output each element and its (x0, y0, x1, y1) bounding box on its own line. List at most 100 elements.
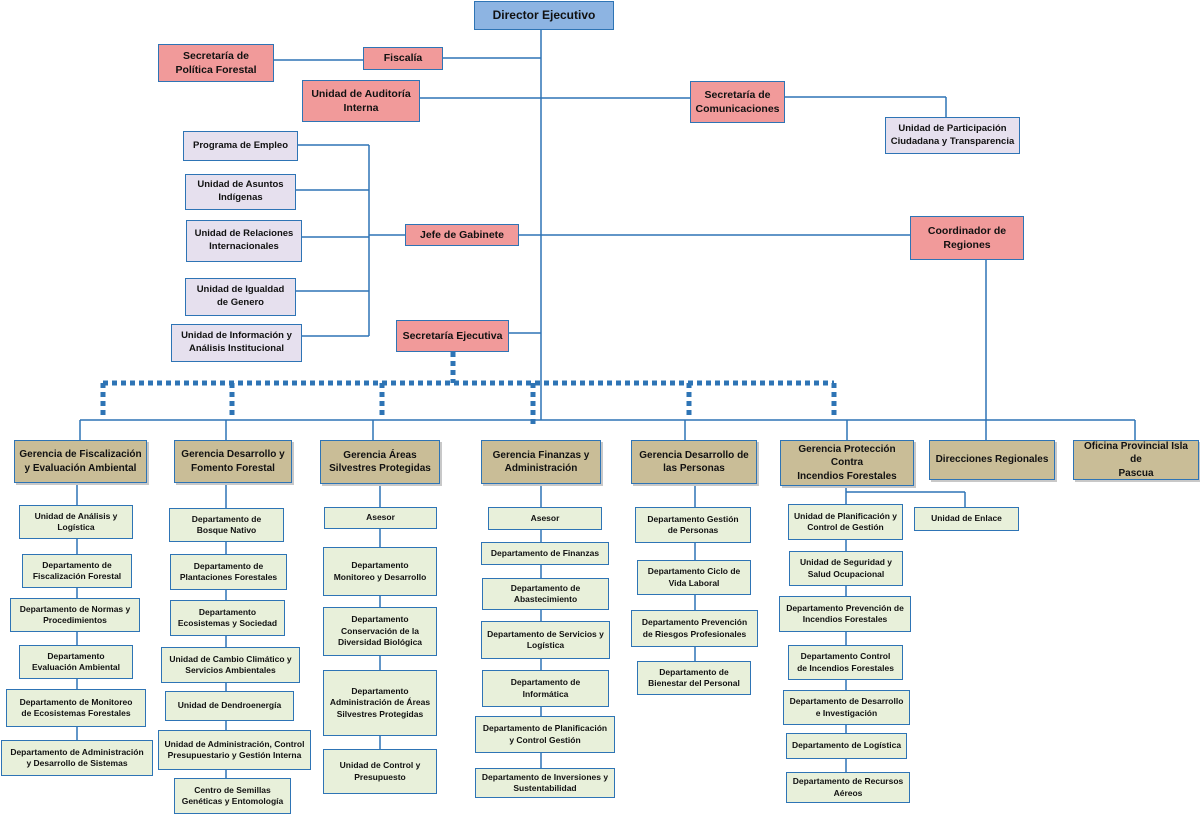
department-box: Departamento de Informática (482, 670, 609, 707)
gabinete-unit-box: Unidad de Información y Análisis Institu… (171, 324, 302, 362)
unidad-participacion-label: Unidad de Participación Ciudadana y Tran… (890, 122, 1015, 147)
secretaria-politica-forestal-box: Secretaría de Política Forestal (158, 44, 274, 82)
department-box: Unidad de Análisis y Logística (19, 505, 133, 539)
gerencia-title: Gerencia Áreas Silvestres Protegidas (329, 449, 431, 475)
gabinete-unit-box: Programa de Empleo (183, 131, 298, 161)
gerencia-title: Gerencia Desarrollo y Fomento Forestal (181, 449, 285, 474)
unidad-participacion-box: Unidad de Participación Ciudadana y Tran… (885, 117, 1020, 154)
department-label: Departamento de Finanzas (490, 547, 600, 558)
department-label: Departamento de Inversiones y Sustentabi… (481, 771, 609, 793)
department-label: Departamento de Bosque Nativo (191, 513, 262, 535)
department-label: Departamento de Informática (510, 677, 581, 699)
gerencia-box: Gerencia Protección Contra Incendios For… (780, 440, 914, 486)
department-box: Departamento de Inversiones y Sustentabi… (475, 768, 615, 798)
department-label: Unidad de Control y Presupuesto (339, 760, 421, 782)
department-box: Centro de Semillas Genéticas y Entomolog… (174, 778, 291, 814)
department-box: Unidad de Seguridad y Salud Ocupacional (789, 551, 903, 586)
department-box: Departamento de Fiscalización Forestal (22, 554, 132, 588)
gerencia-box: Oficina Provincial Isla de Pascua (1073, 440, 1199, 480)
department-box: Departamento de Recursos Aéreos (786, 772, 910, 803)
department-label: Unidad de Planificación y Control de Ges… (794, 510, 897, 532)
department-label: Departamento de Servicios y Logística (487, 628, 604, 650)
department-label: Asesor (530, 512, 560, 523)
department-label: Unidad de Análisis y Logística (34, 510, 118, 532)
department-label: Departamento Gestión de Personas (647, 513, 739, 535)
department-label: Departamento de Administración y Desarro… (10, 746, 144, 768)
department-label: Unidad de Dendroenergía (177, 700, 282, 711)
department-label: Departamento Prevención de Riesgos Profe… (641, 617, 748, 639)
director-ejecutivo-label: Director Ejecutivo (492, 8, 596, 23)
fiscalia-label: Fiscalía (383, 52, 423, 65)
gerencia-title: Gerencia Protección Contra Incendios For… (797, 443, 897, 482)
gerencia-title: Gerencia Desarrollo de las Personas (639, 449, 749, 475)
department-box: Asesor (324, 507, 437, 529)
department-label: Departamento Conservación de la Diversid… (337, 614, 423, 648)
department-label: Unidad de Administración, Control Presup… (164, 738, 305, 760)
department-box: Departamento Administración de Áreas Sil… (323, 670, 437, 736)
department-box: Departamento Ecosistemas y Sociedad (170, 600, 285, 636)
department-box: Departamento de Desarrollo e Investigaci… (783, 690, 910, 725)
gabinete-unit-label: Unidad de Igualdad de Genero (196, 284, 285, 308)
department-box: Departamento de Administración y Desarro… (1, 740, 153, 776)
department-box: Departamento de Monitoreo de Ecosistemas… (6, 689, 146, 727)
gerencia-box: Gerencia de Fiscalización y Evaluación A… (14, 440, 147, 483)
department-label: Departamento de Plantaciones Forestales (179, 560, 278, 582)
department-box: Unidad de Control y Presupuesto (323, 749, 437, 794)
unidad-enlace-box: Unidad de Enlace (914, 507, 1019, 531)
unidad-auditoria-interna-box: Unidad de Auditoría Interna (302, 80, 420, 122)
fiscalia-box: Fiscalía (363, 47, 443, 70)
department-box: Departamento Ciclo de Vida Laboral (637, 560, 751, 595)
gerencia-title: Gerencia Finanzas y Administración (492, 449, 590, 475)
secretaria-ejecutiva-label: Secretaría Ejecutiva (402, 329, 503, 342)
unidad-enlace-label: Unidad de Enlace (931, 513, 1002, 524)
gerencia-title: Gerencia de Fiscalización y Evaluación A… (19, 449, 142, 474)
department-box: Departamento Prevención de Riesgos Profe… (631, 610, 758, 647)
department-label: Departamento de Abastecimiento (510, 582, 581, 604)
department-box: Departamento Evaluación Ambiental (19, 645, 133, 679)
department-box: Unidad de Administración, Control Presup… (158, 730, 311, 770)
gerencia-title: Direcciones Regionales (935, 454, 1049, 466)
department-box: Departamento Prevención de Incendios For… (779, 596, 911, 632)
department-box: Departamento Conservación de la Diversid… (323, 607, 437, 656)
department-label: Asesor (366, 512, 395, 523)
department-box: Departamento de Normas y Procedimientos (10, 598, 140, 632)
coordinador-regiones-box: Coordinador de Regiones (910, 216, 1024, 260)
department-box: Departamento Gestión de Personas (635, 507, 751, 543)
department-label: Centro de Semillas Genéticas y Entomolog… (181, 784, 284, 806)
gabinete-unit-label: Unidad de Información y Análisis Institu… (181, 330, 292, 354)
department-label: Departamento de Bienestar del Personal (648, 666, 740, 688)
gerencia-box: Gerencia Áreas Silvestres Protegidas (320, 440, 440, 484)
department-box: Departamento Control de Incendios Forest… (788, 645, 903, 680)
department-label: Departamento Control de Incendios Forest… (797, 651, 894, 673)
department-box: Departamento de Logística (786, 733, 907, 759)
department-label: Departamento de Fiscalización Forestal (32, 559, 122, 581)
department-box: Unidad de Dendroenergía (165, 691, 294, 721)
department-box: Departamento de Finanzas (481, 542, 609, 565)
gabinete-unit-box: Unidad de Asuntos Indígenas (185, 174, 296, 210)
secretaria-politica-forestal-label: Secretaría de Política Forestal (175, 49, 257, 76)
gerencia-title: Oficina Provincial Isla de Pascua (1084, 440, 1188, 479)
gabinete-unit-label: Unidad de Asuntos Indígenas (197, 179, 284, 203)
department-label: Departamento Monitoreo y Desarrollo (333, 560, 427, 582)
department-label: Departamento de Desarrollo e Investigaci… (789, 696, 904, 718)
secretaria-ejecutiva-box: Secretaría Ejecutiva (396, 320, 509, 352)
department-box: Asesor (488, 507, 602, 530)
secretaria-comunicaciones-label: Secretaría de Comunicaciones (695, 88, 780, 115)
department-label: Departamento Ecosistemas y Sociedad (177, 606, 278, 628)
department-label: Departamento Administración de Áreas Sil… (329, 685, 431, 719)
department-box: Departamento de Bienestar del Personal (637, 661, 751, 695)
jefe-gabinete-label: Jefe de Gabinete (419, 228, 505, 241)
department-label: Departamento Prevención de Incendios For… (786, 602, 904, 624)
gabinete-unit-label: Unidad de Relaciones Internacionales (194, 228, 294, 252)
department-box: Departamento de Planificación y Control … (475, 716, 615, 753)
department-label: Departamento Ciclo de Vida Laboral (647, 566, 741, 588)
department-box: Departamento Monitoreo y Desarrollo (323, 547, 437, 596)
department-label: Departamento de Monitoreo de Ecosistemas… (19, 696, 133, 718)
coordinador-regiones-label: Coordinador de Regiones (927, 224, 1007, 251)
department-box: Departamento de Bosque Nativo (169, 508, 284, 542)
gabinete-unit-box: Unidad de Relaciones Internacionales (186, 220, 302, 262)
department-label: Departamento de Recursos Aéreos (792, 776, 904, 798)
department-box: Departamento de Abastecimiento (482, 578, 609, 610)
department-label: Departamento de Normas y Procedimientos (19, 603, 131, 625)
